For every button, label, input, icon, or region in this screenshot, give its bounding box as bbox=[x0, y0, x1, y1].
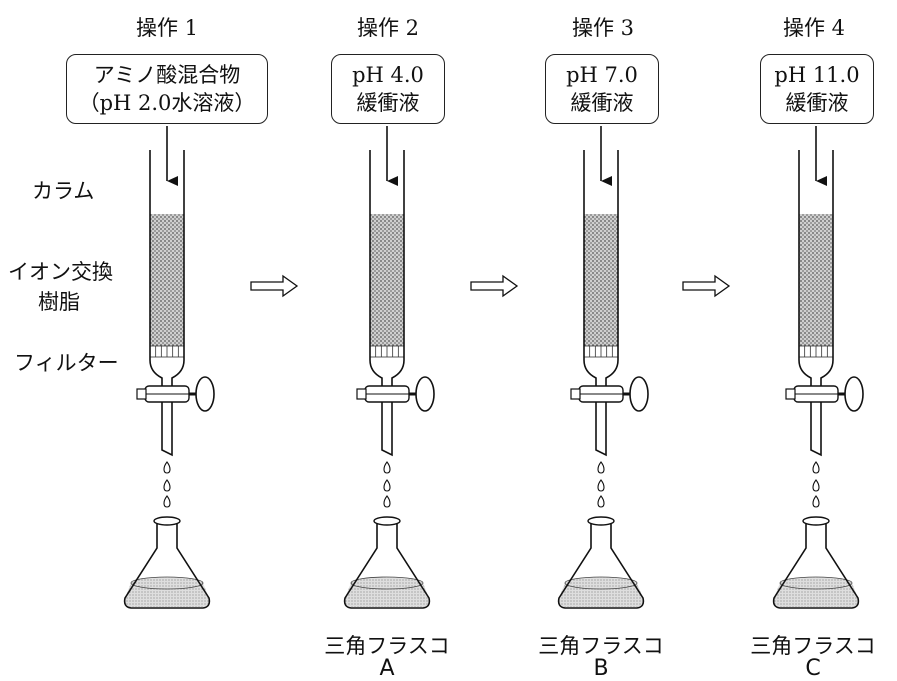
step-4-box-line-2: 緩衝液 bbox=[785, 91, 849, 115]
column-2-resin bbox=[370, 214, 404, 346]
step-transition-arrow-2 bbox=[470, 274, 519, 298]
column-4-droplet bbox=[812, 461, 820, 474]
flask-a-letter: A bbox=[379, 656, 395, 681]
column-3-droplet bbox=[597, 495, 605, 508]
step-transition-arrow-1 bbox=[250, 274, 299, 298]
flask-2-liquid-surface bbox=[350, 576, 424, 590]
flask-2-mouth bbox=[373, 516, 401, 526]
step-2-box-line-2: 緩衝液 bbox=[356, 91, 420, 115]
step-2-input-box: pH 4.0 緩衝液 bbox=[331, 54, 445, 124]
flask-b-letter: B bbox=[593, 656, 609, 681]
step-1-input-box: アミノ酸混合物 （pH 2.0水溶液） bbox=[66, 54, 268, 124]
column-2-droplet bbox=[383, 461, 391, 474]
flask-2-liquid bbox=[344, 583, 430, 607]
flask-4-liquid bbox=[773, 583, 859, 607]
flask-4-mouth bbox=[802, 516, 830, 526]
column-2-stopcock-end bbox=[356, 388, 367, 400]
flask-b-name: 三角フラスコ bbox=[538, 634, 664, 658]
flask-c-name: 三角フラスコ bbox=[750, 634, 876, 658]
column-1-stopcock-end bbox=[136, 388, 147, 400]
flask-4-body bbox=[772, 523, 860, 609]
step-transition-arrow-3 bbox=[682, 274, 731, 298]
step-3-box-line-2: 緩衝液 bbox=[570, 91, 634, 115]
step-1-title: 操作 1 bbox=[135, 16, 199, 40]
step-3-input-box: pH 7.0 緩衝液 bbox=[545, 54, 659, 124]
flask-1-liquid-surface bbox=[130, 576, 204, 590]
column-4-droplet bbox=[812, 495, 820, 508]
step-4-box-line-1: pH 11.0 bbox=[774, 63, 860, 87]
step-3-box-line-1: pH 7.0 bbox=[566, 63, 638, 87]
column-1-resin bbox=[150, 214, 184, 346]
resin-label-line-2: 樹脂 bbox=[38, 290, 80, 314]
column-1-droplet bbox=[163, 461, 171, 474]
flask-4-liquid-surface bbox=[779, 576, 853, 590]
flask-3-body bbox=[557, 523, 645, 609]
flask-1-mouth bbox=[153, 516, 181, 526]
step-1-box-line-2: （pH 2.0水溶液） bbox=[78, 91, 256, 115]
step-2-title: 操作 2 bbox=[356, 16, 420, 40]
flask-3-mouth bbox=[587, 516, 615, 526]
column-3-stopcock-handle bbox=[629, 376, 649, 412]
column-3-droplet bbox=[597, 479, 605, 492]
column-4-resin bbox=[799, 214, 833, 346]
filter-label: フィルター bbox=[14, 351, 119, 375]
column-3-resin bbox=[584, 214, 618, 346]
step-3-title: 操作 3 bbox=[571, 16, 635, 40]
column-label: カラム bbox=[32, 179, 95, 203]
column-2-droplet bbox=[383, 479, 391, 492]
flask-2-body bbox=[343, 523, 431, 609]
flask-a-name: 三角フラスコ bbox=[324, 634, 450, 658]
column-3-tube bbox=[583, 150, 619, 457]
column-2-droplet bbox=[383, 495, 391, 508]
flask-1-body bbox=[123, 523, 211, 609]
resin-label-line-1: イオン交換 bbox=[8, 260, 113, 284]
step-4-title: 操作 4 bbox=[782, 16, 846, 40]
column-4-stopcock-end bbox=[785, 388, 796, 400]
column-2-stopcock-handle bbox=[415, 376, 435, 412]
flask-c-letter: C bbox=[805, 656, 821, 681]
step-2-box-line-1: pH 4.0 bbox=[352, 63, 424, 87]
column-3-stopcock-end bbox=[570, 388, 581, 400]
flask-3-liquid bbox=[558, 583, 644, 607]
column-4-droplet bbox=[812, 479, 820, 492]
column-2-tube bbox=[369, 150, 405, 457]
flask-3-liquid-surface bbox=[564, 576, 638, 590]
column-1-tube bbox=[149, 150, 185, 457]
column-4-stopcock-handle bbox=[844, 376, 864, 412]
column-1-droplet bbox=[163, 479, 171, 492]
step-1-box-line-1: アミノ酸混合物 bbox=[93, 63, 241, 87]
column-4-tube bbox=[798, 150, 834, 457]
column-1-stopcock-handle bbox=[195, 376, 215, 412]
column-1-droplet bbox=[163, 495, 171, 508]
step-4-input-box: pH 11.0 緩衝液 bbox=[760, 54, 874, 124]
flask-1-liquid bbox=[124, 583, 210, 607]
column-3-droplet bbox=[597, 461, 605, 474]
